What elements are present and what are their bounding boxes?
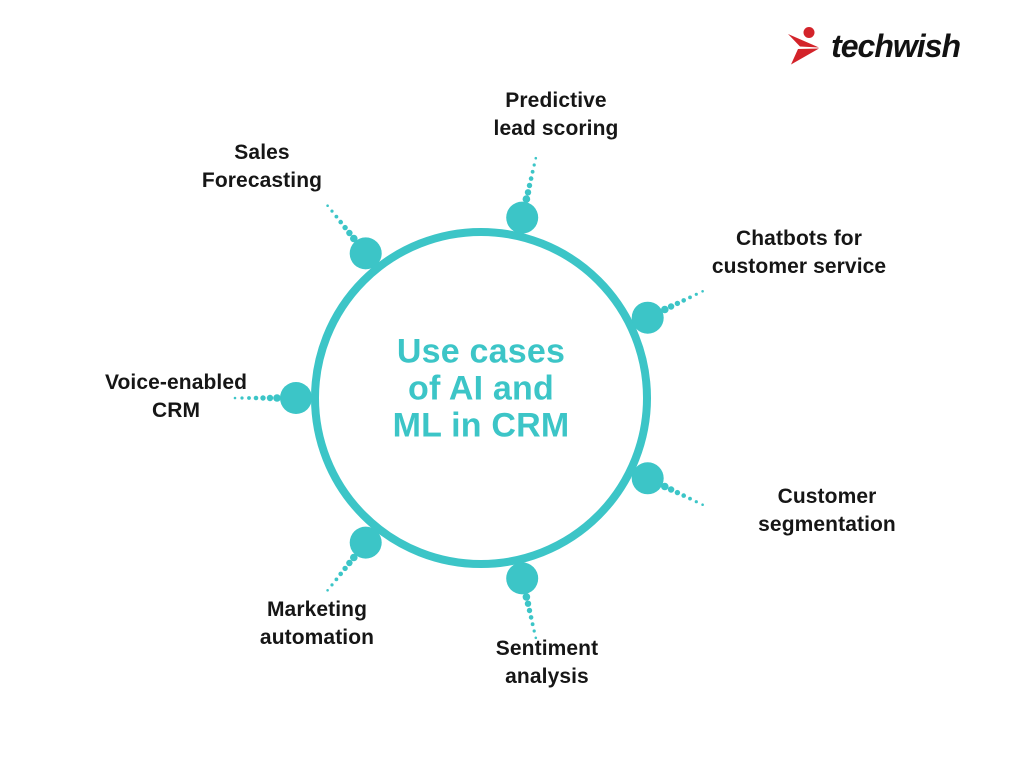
techwish-logo-icon	[788, 27, 820, 65]
spoke-dotted-line-dot	[266, 394, 274, 402]
spoke-dotted-line-dot	[338, 219, 344, 225]
spoke-dotted-line-dot	[346, 559, 353, 567]
spoke-node	[631, 301, 664, 334]
spoke-dotted-line-dot	[530, 169, 535, 174]
spoke-dotted-line-dot	[338, 571, 344, 577]
spoke-label-sales-forecasting: Sales Forecasting	[201, 141, 323, 192]
spoke-node	[631, 462, 664, 495]
spoke-dotted-line-dot	[674, 300, 681, 307]
spoke-label-marketing-automation: Marketing automation	[259, 598, 375, 649]
hub-circle	[311, 228, 651, 568]
spoke-node	[349, 237, 382, 270]
spoke-dotted-line-dot	[532, 163, 536, 167]
spoke-dotted-line-dot	[326, 589, 329, 592]
spoke-node	[506, 562, 539, 595]
spoke-dotted-line-dot	[522, 195, 531, 203]
techwish-logo: techwish	[788, 26, 961, 66]
spoke-dotted-line-dot	[334, 577, 339, 582]
spoke-label-customer-segmentation: Customer segmentation	[758, 485, 896, 536]
spoke-dotted-line-dot	[667, 303, 675, 310]
spoke-dotted-line-dot	[247, 396, 251, 400]
techwish-logo-text: techwish	[831, 27, 961, 64]
spoke-dotted-line-dot	[532, 629, 536, 633]
spoke-dotted-line-dot	[526, 607, 533, 614]
spoke-dotted-line-dot	[342, 565, 348, 572]
spoke-dotted-line-dot	[273, 394, 281, 402]
spoke-dotted-line-dot	[330, 209, 334, 213]
spoke-dotted-line-dot	[260, 395, 266, 401]
hub-center-title: Use cases of AI and ML in CRM	[392, 332, 570, 445]
spoke-dotted-line-dot	[681, 493, 686, 498]
spoke-label-predictive-lead-scoring: Predictive lead scoring	[493, 89, 619, 140]
spoke-dotted-line-dot	[534, 636, 538, 640]
spoke-dotted-line-dot	[694, 500, 698, 504]
spoke-dotted-line-dot	[688, 295, 692, 300]
spokes-group	[233, 156, 704, 640]
spoke-dotted-line-dot	[526, 182, 533, 189]
spoke-node	[280, 382, 312, 414]
spoke-dotted-line-dot	[240, 396, 244, 400]
spoke-dotted-line-dot	[350, 553, 358, 562]
spoke-dotted-line-dot	[688, 496, 692, 501]
spoke-dotted-line-dot	[350, 234, 358, 243]
spoke-dotted-line-dot	[522, 593, 531, 601]
spoke-dotted-line-dot	[528, 176, 534, 181]
spoke-dotted-line-dot	[233, 396, 237, 400]
spoke-dotted-line-dot	[528, 615, 534, 620]
spoke-dotted-line-dot	[694, 292, 698, 296]
spoke-dotted-line-dot	[701, 290, 704, 293]
spoke-label-chatbots-for-customer-service: Chatbots for customer service	[711, 227, 887, 278]
spoke-dotted-line-dot	[661, 305, 669, 314]
spoke-dotted-line-dot	[534, 156, 538, 160]
spoke-dotted-line-dot	[330, 583, 334, 587]
spoke-dotted-line-dot	[701, 503, 704, 507]
spoke-dotted-line-dot	[661, 482, 669, 491]
spoke-dotted-line-dot	[253, 395, 259, 401]
spoke-node	[349, 526, 382, 559]
spoke-dotted-line-dot	[326, 204, 329, 207]
spoke-dotted-line-dot	[530, 622, 535, 627]
spoke-dotted-line-dot	[667, 486, 675, 493]
spoke-dotted-line-dot	[342, 224, 348, 231]
spoke-dotted-line-dot	[674, 489, 681, 496]
spoke-dotted-line-dot	[681, 298, 686, 303]
spoke-dotted-line-dot	[524, 600, 532, 607]
spoke-dotted-line-dot	[334, 214, 339, 219]
spoke-label-sentiment-analysis: Sentiment analysis	[495, 637, 599, 688]
spoke-node	[506, 201, 539, 234]
spoke-dotted-line-dot	[346, 229, 353, 237]
spoke-label-voice-enabled-crm: Voice-enabled CRM	[104, 371, 248, 422]
spoke-dotted-line-dot	[524, 189, 532, 196]
